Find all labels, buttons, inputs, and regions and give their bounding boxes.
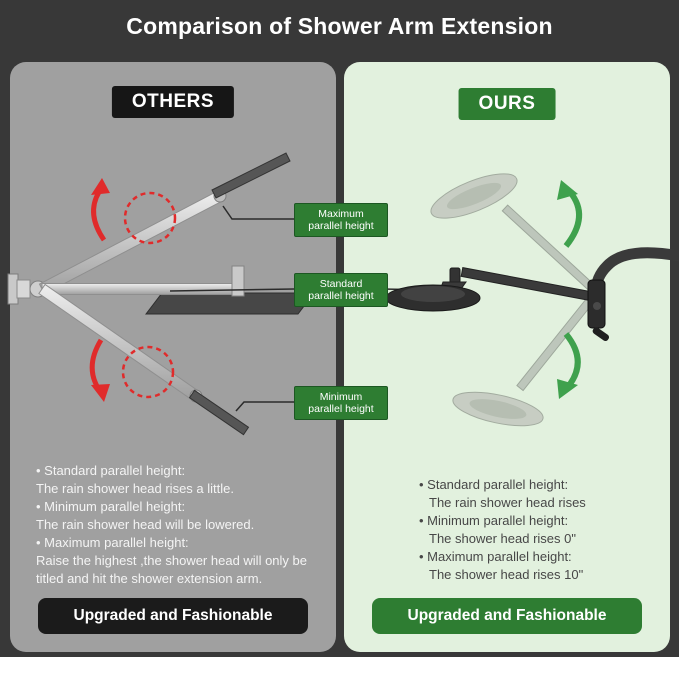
note-body: The shower head rises 0" (429, 531, 576, 546)
tilt-up-arrow-red-icon (91, 178, 110, 242)
others-footer-badge: Upgraded and Fashionable (38, 598, 308, 634)
bottom-margin (0, 657, 679, 679)
ours-badge: OURS (458, 88, 556, 120)
note-heading: • Standard parallel height: (36, 463, 186, 478)
note-body: The rain shower head will be lowered. (36, 517, 255, 532)
min-position-ghost (452, 294, 596, 427)
note-heading: • Maximum parallel height: (36, 535, 189, 550)
others-shower-arm-diagram (7, 152, 316, 436)
standard-position-head (385, 267, 592, 312)
tilt-down-arrow-green-icon (557, 332, 581, 399)
callout-maximum-parallel-height: Maximum parallel height (294, 203, 388, 237)
shower-pipe (590, 247, 679, 298)
page-title: Comparison of Shower Arm Extension (126, 13, 553, 39)
note-body: The shower head rises 10" (429, 567, 584, 582)
tilt-down-arrow-red-icon (89, 338, 110, 402)
callout-standard-parallel-height: Standard parallel height (294, 273, 388, 307)
others-badge: OTHERS (111, 86, 235, 118)
pivot-highlight-circle-bottom (121, 345, 175, 399)
callout-line2: parallel height (308, 220, 374, 232)
callout-minimum-parallel-height: Minimum parallel height (294, 386, 388, 420)
valve-connector (587, 279, 610, 342)
others-notes: • Standard parallel height: The rain sho… (36, 462, 330, 588)
note-heading: • Standard parallel height: (419, 477, 569, 492)
arm-maximum-position (38, 152, 291, 295)
callout-line1: Maximum (318, 208, 364, 220)
ours-notes: • Standard parallel height: The rain sho… (419, 476, 657, 584)
callout-line1: Minimum (319, 391, 363, 403)
ours-footer-badge: Upgraded and Fashionable (372, 598, 642, 634)
wall-mount (7, 273, 47, 305)
max-position-ghost (430, 173, 596, 292)
note-heading: • Minimum parallel height: (419, 513, 569, 528)
callout-line1: Standard (319, 278, 363, 290)
callout-line2: parallel height (308, 290, 374, 302)
tilt-up-arrow-green-icon (557, 180, 583, 248)
note-body: The rain shower head rises (429, 495, 586, 510)
note-heading: • Maximum parallel height: (419, 549, 572, 564)
note-body: The rain shower head rises a little. (36, 481, 234, 496)
callout-line2: parallel height (308, 403, 374, 415)
ours-shower-arm-diagram (385, 173, 679, 427)
arm-minimum-position (38, 283, 250, 436)
ours-panel (344, 62, 670, 652)
note-heading: • Minimum parallel height: (36, 499, 186, 514)
pivot-highlight-circle-top (123, 191, 177, 245)
note-body: Raise the highest ,the shower head will … (36, 553, 307, 586)
